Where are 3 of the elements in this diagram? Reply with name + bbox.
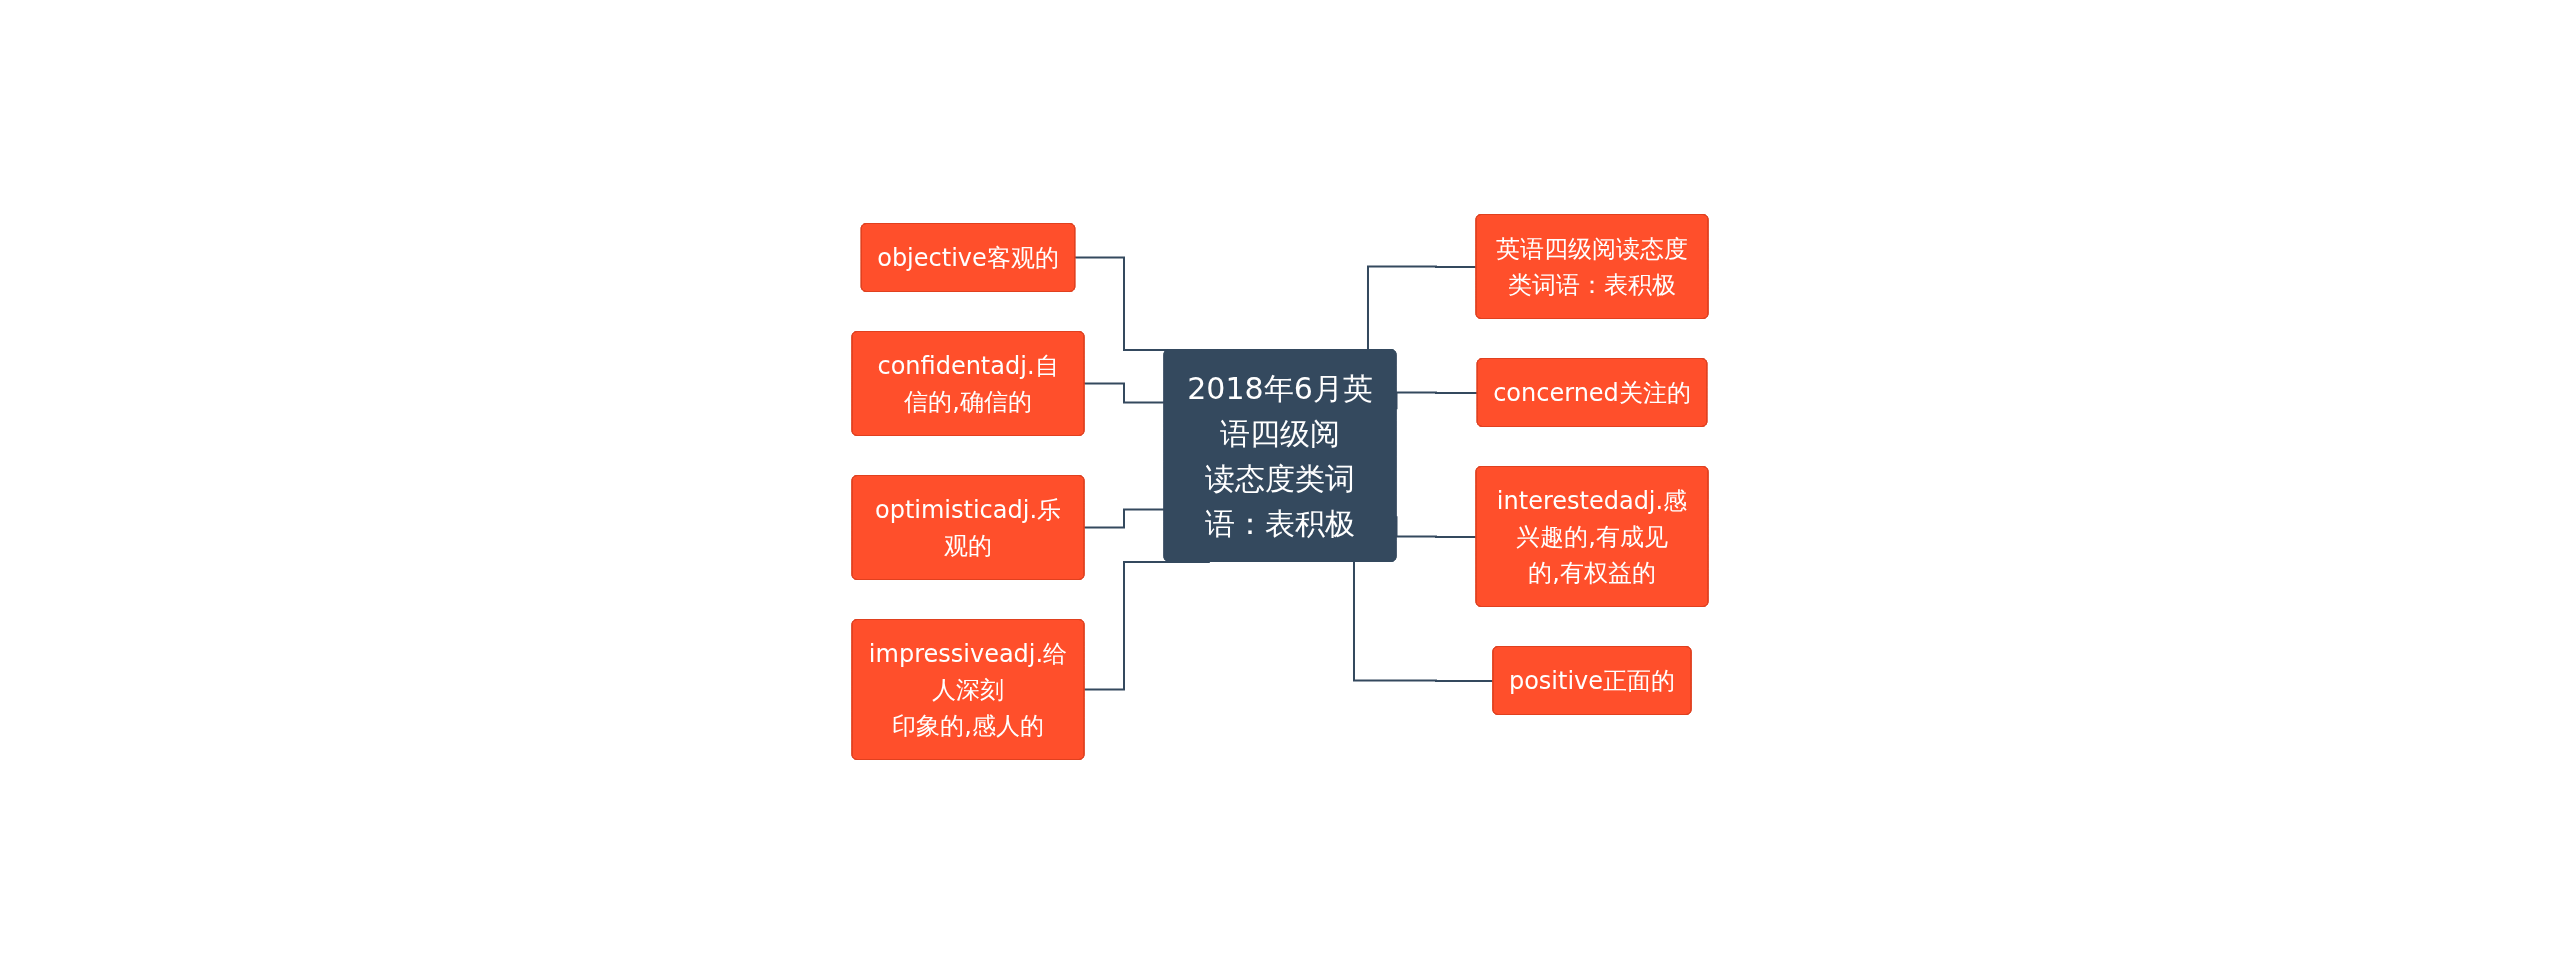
- connector: [1083, 382, 1166, 404]
- connector: [1083, 508, 1166, 529]
- connector: [1367, 265, 1478, 351]
